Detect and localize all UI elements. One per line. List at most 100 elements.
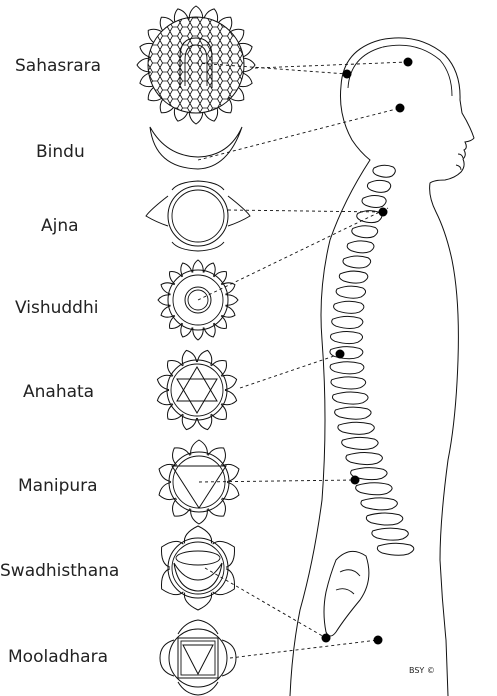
vertebra xyxy=(365,512,404,526)
point-swadhisthana xyxy=(321,633,331,643)
petal xyxy=(203,323,216,338)
petal xyxy=(167,360,184,377)
point-anahata xyxy=(335,349,345,359)
point-vishuddhi xyxy=(378,207,388,217)
petal xyxy=(196,349,213,366)
vertebra xyxy=(341,436,379,450)
petal xyxy=(213,271,227,285)
manipura-petals xyxy=(158,439,240,525)
label-vishuddhi: Vishuddhi xyxy=(15,298,98,318)
petal xyxy=(192,327,204,341)
label-bindu: Bindu xyxy=(36,142,85,162)
vertebra xyxy=(333,300,365,314)
point-bindu xyxy=(342,69,352,79)
petal xyxy=(160,305,175,318)
petal xyxy=(241,57,256,73)
petal xyxy=(159,97,176,114)
sahasrara-symbol xyxy=(136,5,256,125)
petal xyxy=(167,403,184,420)
petal xyxy=(196,414,213,431)
petal xyxy=(139,42,156,58)
vertebra xyxy=(346,240,375,254)
spine xyxy=(329,164,415,556)
petal xyxy=(210,403,227,420)
chakra-labels: Sahasrara Bindu Ajna Vishuddhi Anahata M… xyxy=(0,56,119,667)
petal xyxy=(157,294,171,306)
sacrum xyxy=(323,550,370,637)
vertebra xyxy=(351,225,379,239)
vishuddhi-symbol xyxy=(157,259,239,341)
vertebra xyxy=(342,255,372,269)
petal xyxy=(188,110,204,125)
swadhisthana-petals xyxy=(160,525,236,611)
petal xyxy=(139,72,156,88)
petal xyxy=(169,271,183,285)
petal xyxy=(169,315,183,329)
credit-text: BSY © xyxy=(409,666,435,675)
petal xyxy=(147,85,164,102)
petal xyxy=(160,282,175,295)
swadhisthana-symbol xyxy=(160,525,236,611)
petal xyxy=(212,568,236,596)
vertebra xyxy=(366,179,392,193)
petal xyxy=(207,498,226,517)
petal xyxy=(181,349,198,366)
petal xyxy=(236,72,253,88)
petal xyxy=(173,105,189,122)
petal xyxy=(172,447,191,466)
petal xyxy=(158,463,177,483)
label-swadhisthana: Swadhisthana xyxy=(0,561,119,581)
petal xyxy=(173,8,189,25)
petal xyxy=(228,28,245,45)
vertebra xyxy=(335,285,367,299)
sahasrara-petals xyxy=(136,5,256,125)
point-mooladhara xyxy=(373,635,383,645)
petal xyxy=(203,105,219,122)
body-outline xyxy=(289,37,475,696)
chakra-points xyxy=(321,57,413,645)
petal xyxy=(221,374,238,391)
petal xyxy=(221,282,236,295)
label-anahata: Anahata xyxy=(23,382,94,402)
bindu-symbol xyxy=(149,126,243,170)
petal xyxy=(188,5,204,20)
vertebra xyxy=(334,406,372,420)
petal xyxy=(147,28,164,45)
petal xyxy=(160,568,184,596)
petal xyxy=(216,97,233,114)
vertebra xyxy=(331,315,364,329)
petal xyxy=(221,389,238,406)
petal xyxy=(221,463,240,483)
petal xyxy=(180,323,193,338)
vertebra xyxy=(376,542,415,556)
petal xyxy=(236,42,253,58)
vertebra xyxy=(330,331,363,345)
vertebra xyxy=(356,210,383,224)
petal xyxy=(221,481,240,501)
point-ajna xyxy=(395,103,405,113)
petal xyxy=(181,414,198,431)
petal xyxy=(203,262,216,277)
anahata-symbol xyxy=(156,349,238,431)
petal xyxy=(180,262,193,277)
petal xyxy=(216,16,233,33)
petal xyxy=(156,374,173,391)
vertebra xyxy=(338,270,369,284)
petal xyxy=(203,8,219,25)
vertebra xyxy=(330,376,367,390)
petal xyxy=(225,294,239,306)
mooladhara-symbol xyxy=(159,619,237,696)
petal xyxy=(212,540,236,568)
vertebra xyxy=(350,467,388,481)
vertebra xyxy=(337,421,375,435)
petal xyxy=(192,259,204,273)
vertebra xyxy=(360,497,398,511)
point-sahasrara xyxy=(403,57,413,67)
petal xyxy=(213,315,227,329)
petal xyxy=(190,439,208,456)
petal xyxy=(136,57,151,73)
petal xyxy=(156,389,173,406)
petal xyxy=(183,592,213,611)
vertebra xyxy=(355,482,393,496)
